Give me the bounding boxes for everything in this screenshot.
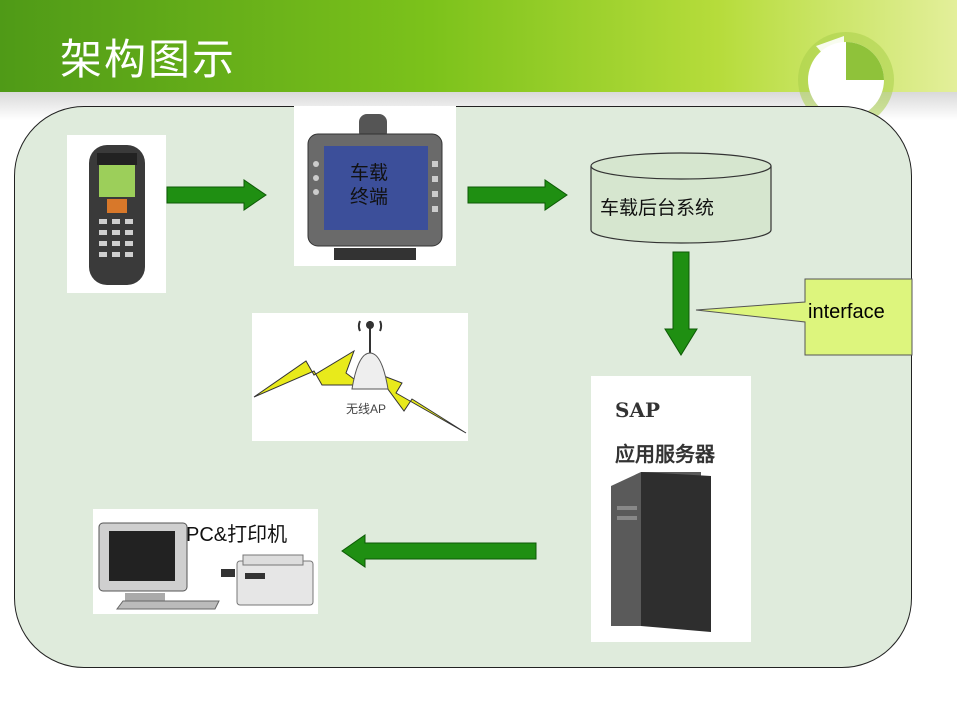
logo-icon <box>798 32 894 128</box>
database-icon <box>590 152 772 244</box>
wireless-ap <box>252 313 468 441</box>
server-icon <box>611 472 711 632</box>
pc-printer-icon <box>98 522 314 610</box>
handheld-scanner-icon <box>89 145 145 285</box>
vehicle-terminal-icon <box>307 114 443 260</box>
arrow-backend-to-sap <box>664 251 698 356</box>
arrow-scanner-to-terminal <box>166 179 267 211</box>
sap-server-label: 应用服务器 <box>615 442 715 466</box>
vehicle-terminal-label: 车载 终端 <box>350 162 388 210</box>
page-title: 架构图示 <box>60 35 237 84</box>
interface-callout <box>695 278 913 356</box>
header-bar <box>0 0 957 92</box>
sap-server <box>591 376 751 642</box>
interface-label: interface <box>808 301 885 323</box>
backend-system-label: 车载后台系统 <box>600 198 715 219</box>
vehicle-terminal <box>294 106 456 266</box>
handheld-scanner <box>67 135 166 293</box>
arrow-sap-to-pc <box>341 534 537 568</box>
sap-label: SAP <box>615 398 660 422</box>
pc-printer-label: PC&打印机 <box>186 524 288 546</box>
wireless-ap-icon <box>253 320 467 434</box>
wireless-ap-label: 无线AP <box>346 402 387 416</box>
vehicle-terminal-text: 车载 终端 <box>350 163 389 208</box>
arrow-terminal-to-backend <box>467 179 568 211</box>
pc-printer <box>93 509 318 614</box>
